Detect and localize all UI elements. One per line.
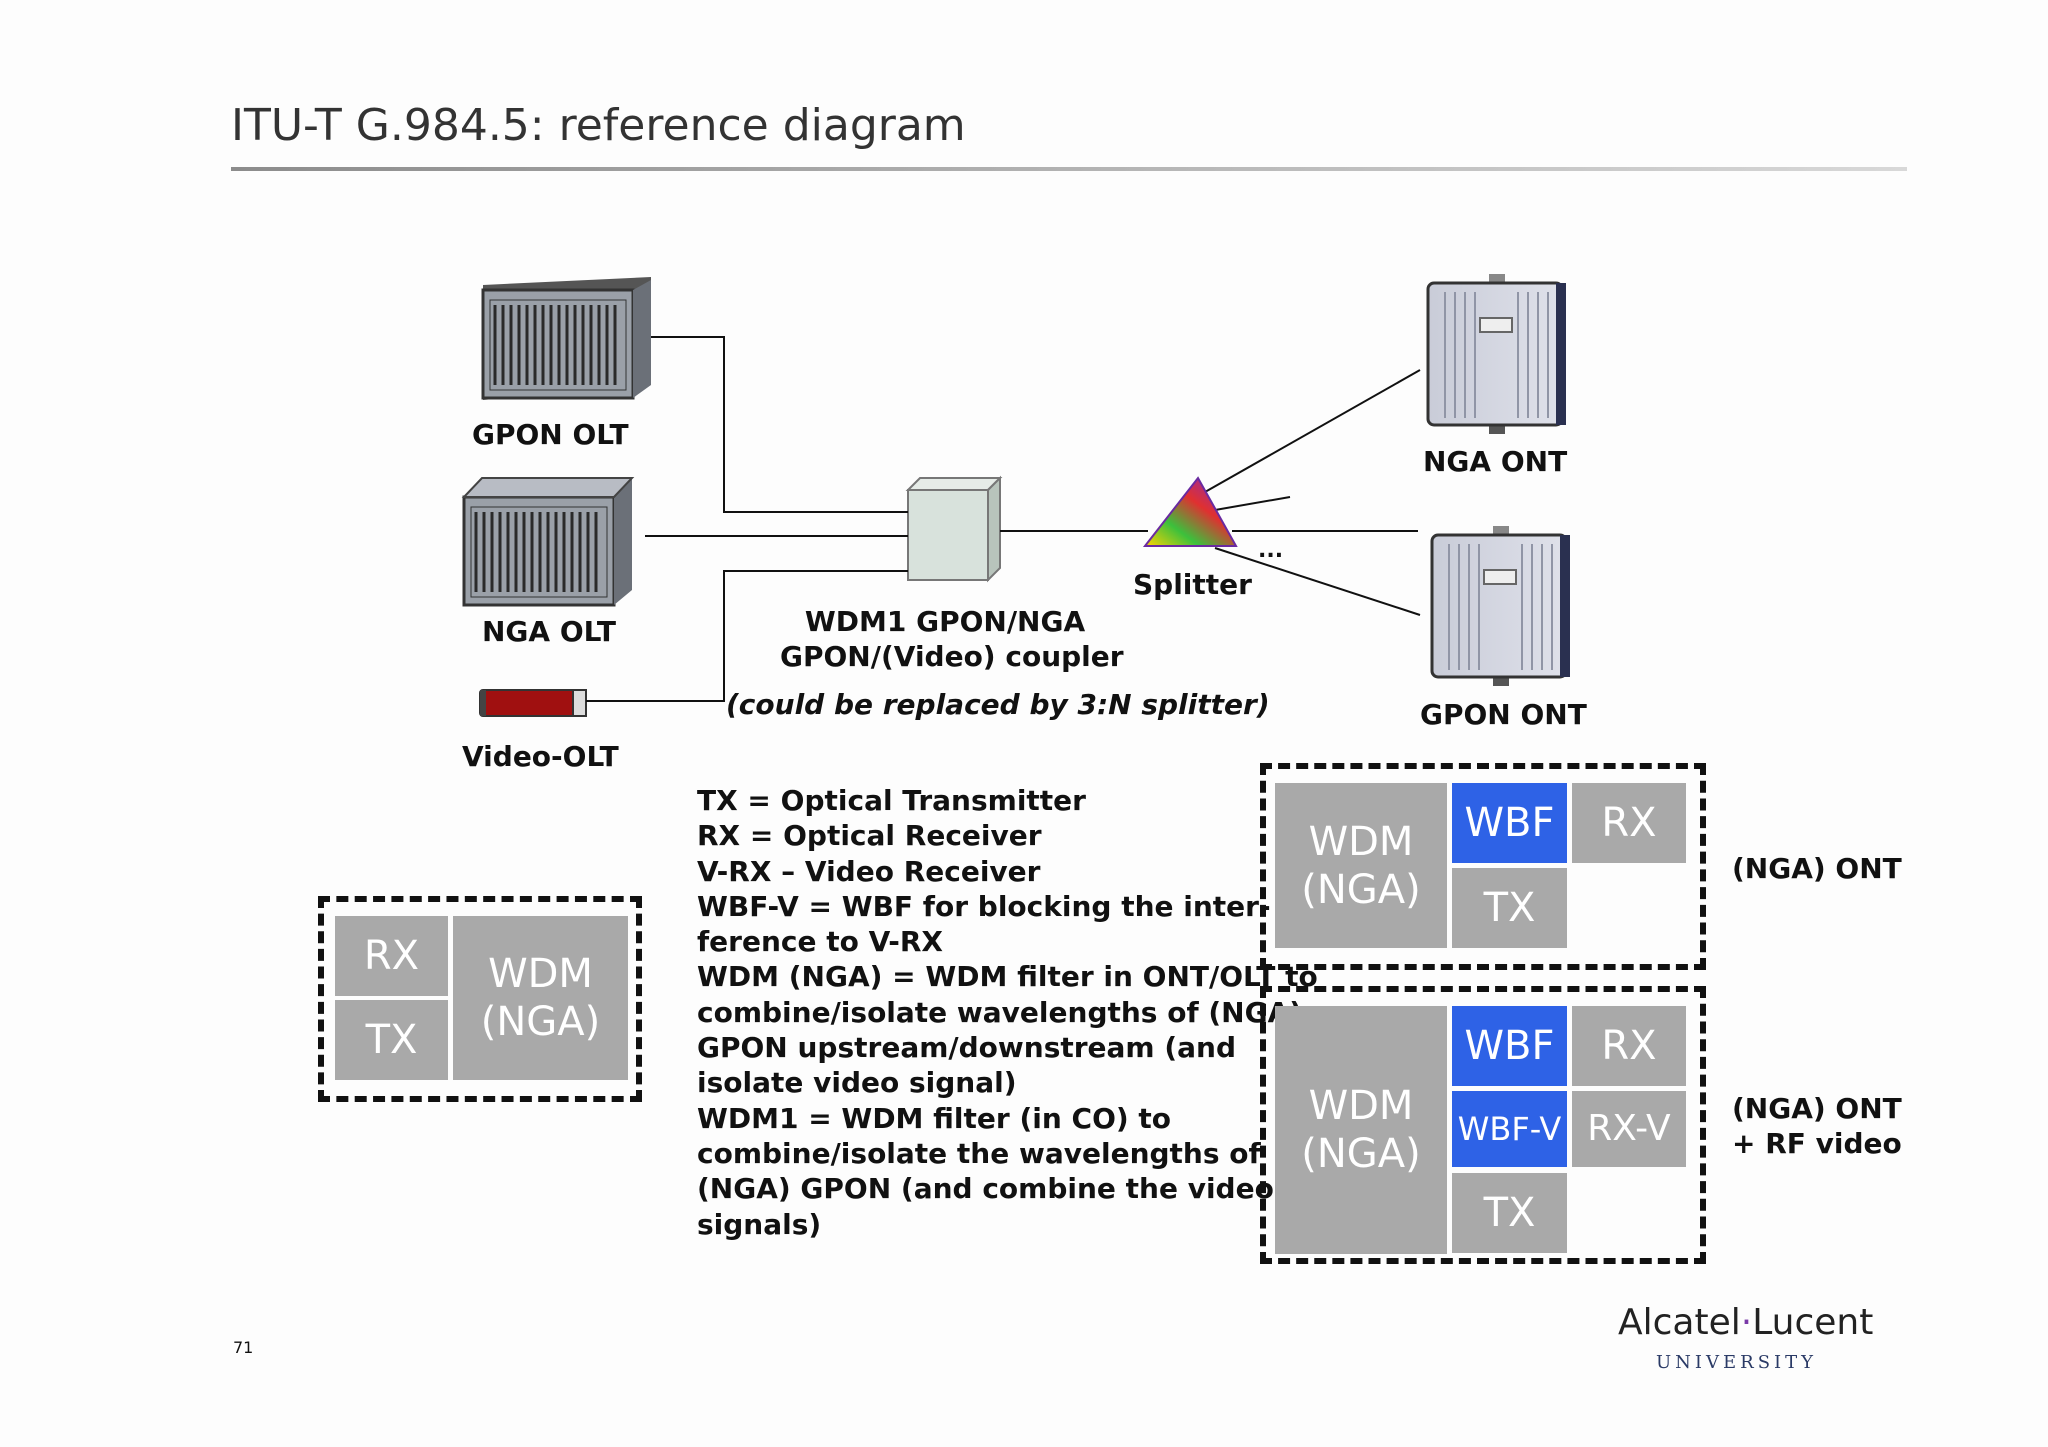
legend-line: RX = Optical Receiver [697, 819, 1042, 853]
video-olt-icon [479, 689, 587, 717]
page-number: 71 [233, 1338, 254, 1357]
logo-brand-b: Lucent [1752, 1302, 1874, 1343]
ont-caption: (NGA) ONT [1732, 852, 1902, 885]
olt-rx-box: RX [335, 916, 448, 996]
legend-line: WBF-V = WBF for blocking the inter- [697, 889, 1271, 923]
nga-olt-chassis-icon [461, 477, 635, 607]
legend-line: GPON upstream/downstream (and [697, 1031, 1237, 1065]
ont-video-wdm-box: WDM (NGA) [1275, 1006, 1447, 1254]
ont-wdm-box: WDM (NGA) [1275, 783, 1447, 948]
ont-video-block-frame [1260, 986, 1706, 1264]
legend-line: WDM1 = WDM filter (in CO) to [697, 1101, 1172, 1135]
logo-university: UNIVERSITY [1656, 1352, 1818, 1373]
nga-ont-icon [1426, 274, 1566, 434]
legend-line: WDM (NGA) = WDM filter in ONT/OLT to [697, 960, 1318, 994]
legend-text: TX = Optical Transmitter RX = Optical Re… [697, 783, 1318, 1242]
olt-wdm-line2: (NGA) [480, 999, 601, 1045]
olt-tx-box: TX [335, 1000, 448, 1080]
olt-block-frame [318, 896, 642, 1102]
logo-brand-a: Alcatel [1618, 1302, 1741, 1343]
logo-dot: · [1740, 1302, 1753, 1343]
ont-video-wbf-box: WBF [1452, 1006, 1567, 1086]
nga-olt-label: NGA OLT [482, 615, 616, 648]
ont-rx-box: RX [1572, 783, 1686, 863]
page-title: ITU-T G.984.5: reference diagram [231, 100, 966, 151]
coupler-label-line1: WDM1 GPON/NGA [804, 605, 1086, 638]
video-olt-label: Video-OLT [462, 740, 619, 773]
ont-wdm-line2: (NGA) [1301, 866, 1421, 913]
legend-line: V-RX – Video Receiver [697, 854, 1041, 888]
wdm1-coupler-icon [905, 475, 1003, 583]
ont-block-frame [1260, 763, 1706, 970]
ont-video-tx-box: TX [1452, 1173, 1567, 1253]
gpon-ont-icon [1430, 526, 1570, 686]
title-rule [231, 167, 1907, 171]
coupler-label-line2: GPON/(Video) coupler [780, 640, 1124, 673]
gpon-ont-label: GPON ONT [1420, 698, 1587, 731]
ont-video-wbf-v-box: WBF-V [1452, 1091, 1567, 1167]
ont-video-wdm-line2: (NGA) [1301, 1131, 1421, 1177]
legend-line: ference to V-RX [697, 925, 944, 959]
ont-wdm-line1: WDM [1308, 818, 1414, 865]
alcatel-lucent-logo: Alcatel·Lucent [1618, 1302, 1873, 1343]
legend-line: TX = Optical Transmitter [697, 784, 1086, 817]
legend-line: combine/isolate the wavelengths of [697, 1136, 1261, 1170]
ont-wbf-box: WBF [1452, 783, 1567, 863]
olt-wdm-box: WDM (NGA) [453, 916, 628, 1080]
fiber-links [586, 336, 1421, 702]
ont-video-rx-box: RX [1572, 1006, 1686, 1086]
splitter-prism-icon [1142, 476, 1238, 547]
ont-video-wdm-line1: WDM [1308, 1083, 1414, 1129]
legend-line: (NGA) GPON (and combine the video [697, 1172, 1274, 1206]
nga-ont-label: NGA ONT [1423, 445, 1568, 478]
splitter-ellipsis: ... [1258, 538, 1284, 563]
ont-tx-box: TX [1452, 868, 1567, 948]
olt-wdm-line1: WDM [488, 951, 593, 997]
legend-line: signals) [697, 1207, 822, 1241]
legend-line: isolate video signal) [697, 1066, 1017, 1100]
coupler-note: (could be replaced by 3:N splitter) [726, 688, 1270, 721]
legend-line: combine/isolate wavelengths of (NGA) [697, 995, 1303, 1029]
ont-video-caption-line1: (NGA) ONT [1732, 1092, 1902, 1125]
ont-video-caption-line2: + RF video [1732, 1127, 1902, 1160]
gpon-olt-label: GPON OLT [472, 418, 629, 451]
ont-video-rx-v-box: RX-V [1572, 1091, 1686, 1167]
gpon-olt-chassis-icon [481, 277, 651, 400]
splitter-label: Splitter [1133, 568, 1252, 601]
